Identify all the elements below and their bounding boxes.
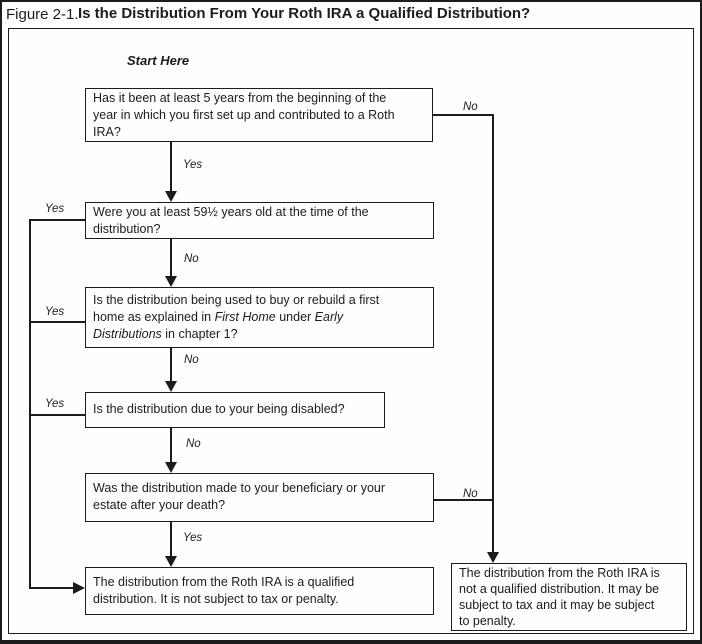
q2-no-label: No [184,253,199,265]
q3-first-home-box: Is the distribution being used to buy or… [85,287,434,348]
q2-to-q3-arrowhead-icon [165,276,177,287]
result-qualified-box: The distribution from the Roth IRA is a … [85,567,434,615]
q3-to-q4-arrowhead-icon [165,381,177,392]
q3-to-q4-line [170,348,172,384]
q1-five-year-box: Has it been at least 5 years from the be… [85,88,433,142]
q3-yes-label: Yes [45,306,65,318]
flowchart-canvas: Start Here Has it been at least 5 years … [8,28,694,634]
q5-to-qualified-line [170,522,172,559]
q1-no-label: No [463,101,478,113]
q2-to-q3-line [170,239,172,279]
q1-yes-label: Yes [183,159,203,171]
qualified-arrowhead-icon [73,582,85,594]
q2-yes-horizontal-line [29,219,85,221]
q1-no-horizontal-line [433,114,494,116]
q4-yes-label: Yes [45,398,65,410]
start-here-label: Start Here [127,53,190,68]
figure-title: Is the Distribution From Your Roth IRA a… [78,5,531,22]
q4-disabled-box: Is the distribution due to your being di… [85,392,385,428]
q5-no-label: No [463,488,478,500]
result-not-qualified-box: The distribution from the Roth IRA is no… [451,563,687,631]
not-qualified-arrowhead-icon [487,552,499,563]
q2-age-box: Were you at least 59½ years old at the t… [85,202,434,239]
q4-to-q5-arrowhead-icon [165,462,177,473]
q5-beneficiary-box: Was the distribution made to your benefi… [85,473,434,522]
q4-to-q5-line [170,428,172,465]
figure-number-label: Figure 2-1. [6,6,79,23]
q5-to-qualified-arrowhead-icon [165,556,177,567]
q5-yes-label: Yes [183,532,203,544]
q4-no-label: No [186,438,201,450]
qualified-entry-line [29,587,73,589]
q1-to-q2-arrowhead-icon [165,191,177,202]
q2-yes-label: Yes [45,203,65,215]
q3-yes-horizontal-line [29,321,85,323]
yes-collector-line [29,219,31,589]
q3-no-label: No [184,354,199,366]
q5-no-horizontal-line [434,499,494,501]
no-collector-line [492,114,494,552]
q4-yes-horizontal-line [29,414,85,416]
q1-to-q2-line [170,142,172,194]
